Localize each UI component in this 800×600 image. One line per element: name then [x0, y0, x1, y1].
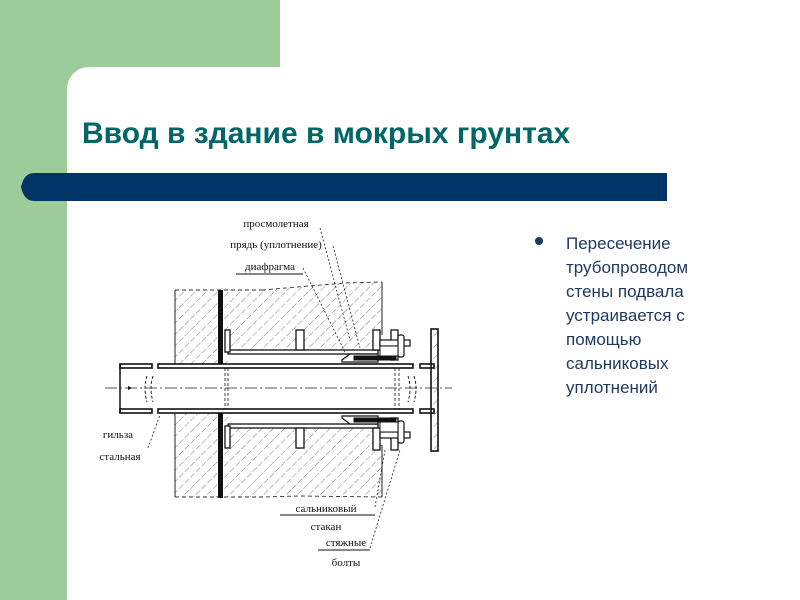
label-diaphragm: диафрагма: [245, 261, 295, 273]
bullet-line: Пересечение: [566, 234, 671, 253]
label-tar-strand-sub: прядь (уплотнение): [230, 239, 322, 251]
bullet-line: стены подвала: [566, 282, 684, 301]
diaphragm-lower: [218, 413, 223, 498]
slide-title: Ввод в здание в мокрых грунтах: [82, 117, 571, 150]
label-tar-strand: просмолетная: [243, 218, 308, 230]
steel-sleeve-lower: [224, 415, 411, 451]
label-sleeve: гильза: [103, 429, 133, 441]
bullet-line: устраивается с: [566, 306, 685, 325]
bullet-line: сальниковых: [566, 354, 669, 373]
bullet-line: трубопроводом: [566, 258, 689, 277]
pipe-flange: [430, 328, 439, 452]
bullet-line: уплотнений: [566, 378, 658, 397]
bullet-item: Пересечение трубопроводом стены подвала …: [532, 232, 732, 400]
bullet-list: Пересечение трубопроводом стены подвала …: [532, 232, 732, 400]
label-tie-bolts: стяжные: [326, 537, 366, 549]
title-underline-bar: [20, 173, 667, 201]
arrow-icon: [128, 386, 132, 390]
steel-sleeve-upper: [224, 329, 411, 363]
label-underlines: [236, 273, 375, 551]
label-tie-bolts-sub: болты: [332, 557, 361, 569]
diaphragm-upper: [218, 290, 223, 366]
pipe: [119, 363, 435, 414]
label-gland-cup: сальниковый: [295, 503, 356, 515]
label-sleeve-steel: стальная: [99, 451, 140, 463]
label-gland-cup-sub: стакан: [311, 521, 342, 533]
pipe-entry-diagram: просмолетная прядь (уплотнение) диафрагм…: [95, 208, 455, 578]
bullet-line: помощью: [566, 330, 642, 349]
bullet-dot-icon: [535, 237, 543, 245]
leader-lines: [147, 227, 401, 549]
